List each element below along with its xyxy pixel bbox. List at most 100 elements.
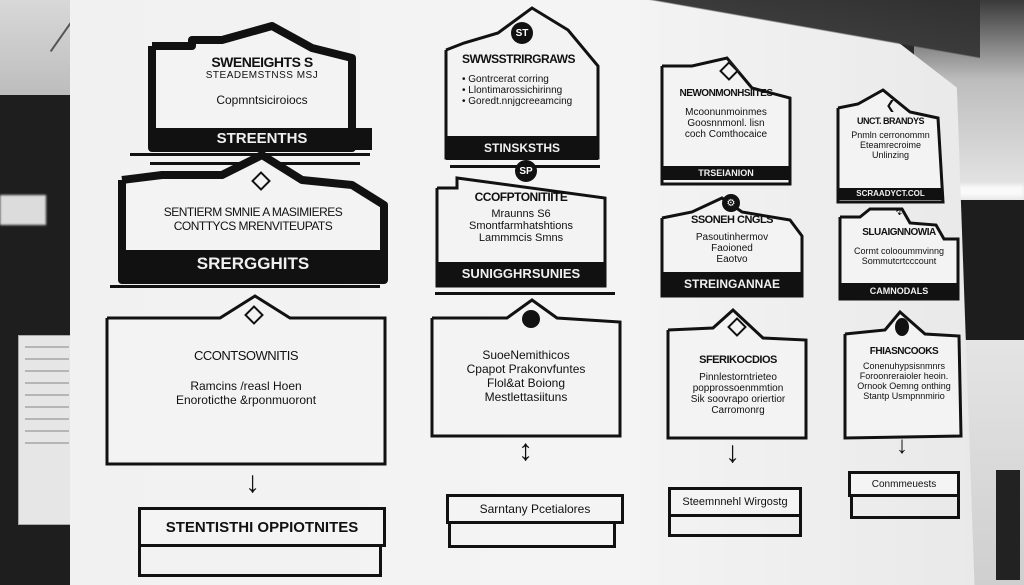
sign-bullet: Goredt.nnjgcreeamcing bbox=[462, 96, 598, 107]
connector-rail bbox=[110, 285, 380, 288]
sign-frame-shape bbox=[105, 294, 387, 466]
sign-band-label: STREENTHS bbox=[152, 128, 372, 150]
sign-line: Foroonreraioler heoin. bbox=[859, 371, 949, 381]
sign-band-label: CAMNODALS bbox=[840, 283, 958, 299]
sign-frame-shape bbox=[666, 307, 808, 440]
sign-subtitle: CONTTYCS MRENVITEUPATS bbox=[173, 219, 333, 233]
col2-low-sign: SuoeNemithicos Cpapot Prakonvfuntes Flol… bbox=[430, 296, 622, 438]
col2-mid-sign: SP CCOFPTONITIITE Mraunns S6 Smontfarmha… bbox=[435, 160, 607, 288]
down-arrow-icon: ↓ bbox=[896, 432, 908, 459]
sign-band-label: SRERGGHITS bbox=[122, 250, 384, 278]
col1-low-sign: CCONTSOWNITIS Ramcins /reasl Hoen Enorot… bbox=[105, 294, 387, 466]
sign-title: CCOFPTONITIITE bbox=[474, 190, 568, 204]
sign-band-label: STREINGANNAE bbox=[662, 272, 802, 296]
sign-title: SWENEIGHTS S bbox=[211, 54, 313, 70]
sign-title: SFERIKOCDIOS bbox=[699, 354, 777, 366]
col4-mid-sign: ↯ SLUAIGNNOWIA Cormt colooummvinng Sommu… bbox=[838, 205, 960, 301]
sign-frame-shape bbox=[843, 309, 963, 440]
sign-band-label: TRSEIANION bbox=[662, 166, 790, 180]
sign-line: Lammmcis Smns bbox=[478, 232, 564, 244]
sign-line: Ramcins /reasl Hoen bbox=[190, 379, 302, 393]
col3-mid-sign: ⚙ SSONEH CNGLS Pasoutinhermov Faoioned E… bbox=[660, 194, 804, 298]
sign-title: NEWONMONHSIITES bbox=[679, 88, 773, 99]
col3-low-sign: SFERIKOCDIOS Pinnlestorntrieteo poppross… bbox=[666, 307, 808, 440]
down-arrow-icon: ↓ bbox=[245, 466, 260, 499]
sign-title: UNCT. BRANDYS bbox=[856, 116, 925, 126]
sign-line: Eaotvo bbox=[716, 254, 748, 265]
bolt-icon: ↯ bbox=[894, 207, 904, 218]
connector-rail bbox=[435, 292, 615, 295]
col2-top-sign: ST SWWSSTRIRGRAWS Gontrcerat corring Llo… bbox=[444, 6, 600, 160]
sign-frame-shape bbox=[435, 176, 607, 288]
circle-icon bbox=[522, 310, 540, 328]
sign-title: SWWSSTRIRGRAWS bbox=[462, 52, 576, 66]
badge-icon: SP bbox=[515, 160, 537, 182]
sign-line: Pinnlestorntrieteo bbox=[699, 372, 777, 383]
sign-line: Cpapot Prakonvfuntes bbox=[466, 362, 586, 376]
connector-rail bbox=[130, 153, 370, 156]
col3-bottom-box: Steemnnehl Wirgostg bbox=[668, 487, 802, 517]
chevron-icon: ❮ bbox=[885, 98, 896, 112]
sign-line: Faoioned bbox=[711, 243, 753, 254]
sign-title: SLUAIGNNOWIA bbox=[862, 227, 936, 238]
sign-line: popprossoenmmtion bbox=[692, 383, 784, 394]
strategy-poster: SWENEIGHTS S STEADEMSTNSS MSJ Copmntsici… bbox=[70, 0, 975, 585]
sign-title: FHIASNCOOKS bbox=[869, 346, 939, 357]
sign-line: Pasoutinhermov bbox=[695, 232, 769, 243]
sign-line: Goosnnmonl. lisn bbox=[687, 118, 765, 129]
sign-line: Mcoonunmoinmes bbox=[685, 107, 767, 118]
sign-band-label: SCRAADYCT.COL bbox=[838, 188, 943, 200]
sign-line: coch Comthocaice bbox=[684, 129, 768, 140]
col1-mid-sign: SENTIERM SMNIE A MASIMIERES CONTTYCS MRE… bbox=[118, 150, 388, 284]
sign-line: Smontfarmhatshtions bbox=[469, 220, 573, 232]
wall-light-fixture bbox=[0, 195, 46, 225]
box-base bbox=[448, 524, 616, 548]
box-label: Steemnnehl Wirgostg bbox=[682, 496, 788, 508]
col4-low-sign: FHIASNCOOKS Conenuhypsisnmnrs Foroonrera… bbox=[843, 309, 963, 440]
sign-line: Mraunns S6 bbox=[491, 208, 551, 220]
sign-bullet: Gontrcerat corring bbox=[462, 74, 598, 85]
box-base bbox=[668, 517, 802, 537]
sign-line: Sik soovrapo oriertior bbox=[690, 394, 786, 405]
sign-line: Cormt colooummvinng bbox=[853, 246, 945, 256]
gear-icon: ⚙ bbox=[722, 194, 740, 212]
sign-line: Unlinzing bbox=[871, 150, 910, 160]
sign-frame-shape bbox=[838, 207, 960, 301]
sign-frame-shape bbox=[430, 298, 622, 438]
sign-frame-shape bbox=[836, 88, 945, 204]
col1-bottom-box: STENTISTHI OPPIOTNITES bbox=[138, 507, 386, 547]
sign-body: Copmntsiciroiocs bbox=[216, 93, 308, 107]
box-base bbox=[850, 497, 960, 519]
badge-icon: ST bbox=[511, 22, 533, 44]
sign-line: Sommutcrtcccount bbox=[861, 256, 937, 266]
sign-line: Mestlettasiituns bbox=[484, 390, 568, 404]
sign-line: Conenuhypsisnmnrs bbox=[862, 361, 946, 371]
box-label: Sarntany Pcetialores bbox=[479, 502, 591, 516]
sign-line: Enoroticthe &rponmuoront bbox=[175, 393, 317, 407]
col4-top-sign: ❮ UNCT. BRANDYS Pnmln cerronommn Eteamre… bbox=[836, 88, 945, 204]
col3-top-sign: NEWONMONHSIITES Mcoonunmoinmes Goosnnmon… bbox=[660, 56, 792, 186]
box-label: STENTISTHI OPPIOTNITES bbox=[165, 518, 359, 536]
sign-line: Carromonrg bbox=[711, 405, 765, 416]
sign-title: CCONTSOWNITIS bbox=[194, 348, 299, 363]
sign-bullet: Llontimarossichirinng bbox=[462, 85, 598, 96]
sign-line: Flol&at Boiong bbox=[486, 376, 566, 390]
sign-subtitle: STEADEMSTNSS MSJ bbox=[205, 70, 319, 81]
box-label: Conmmeuests bbox=[871, 478, 937, 490]
sign-band-label: SUNIGGHRSUNIES bbox=[437, 262, 605, 286]
sign-line: Pnmln cerronommn bbox=[851, 130, 930, 140]
sign-frame-shape bbox=[660, 196, 804, 298]
col4-bottom-box: Conmmeuests bbox=[848, 471, 960, 497]
sign-band-label: STINSKSTHS bbox=[446, 136, 598, 160]
col2-bottom-box: Sarntany Pcetialores bbox=[446, 494, 624, 524]
sign-line: SuoeNemithicos bbox=[482, 348, 570, 362]
sign-frame-shape bbox=[118, 151, 388, 284]
sign-line: Stantp Usmpnnmirio bbox=[863, 391, 945, 401]
down-arrow-icon: ↓ bbox=[725, 436, 740, 469]
box-base bbox=[138, 547, 382, 577]
circle-icon bbox=[895, 318, 909, 336]
sign-title: SSONEH CNGLS bbox=[690, 214, 774, 226]
col1-top-sign: SWENEIGHTS S STEADEMSTNSS MSJ Copmntsici… bbox=[148, 18, 372, 152]
monitor-edge bbox=[996, 470, 1020, 580]
sign-line: Ornook Oemng onthing bbox=[857, 381, 951, 391]
